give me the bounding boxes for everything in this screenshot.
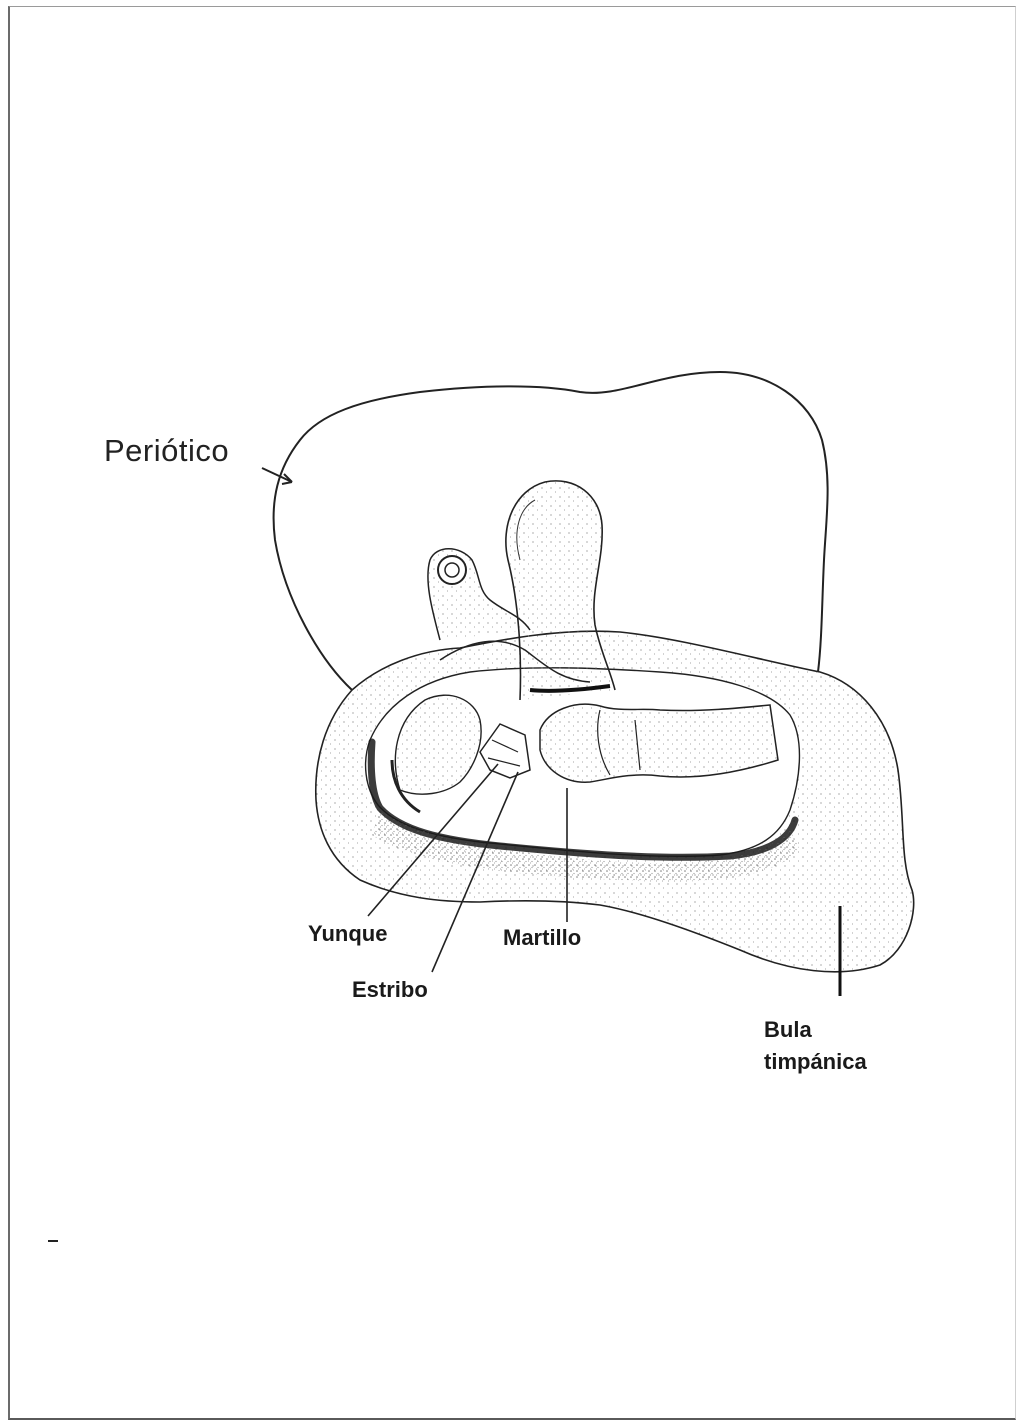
label-bula-line1: Bula [764,1014,867,1046]
margin-dash [48,1240,58,1242]
label-periotico: Periótico [104,434,229,468]
label-martillo: Martillo [503,926,581,950]
label-bula-line2: timpánica [764,1046,867,1078]
label-estribo: Estribo [352,978,428,1002]
label-yunque: Yunque [308,922,387,946]
label-bula-timpanica: Bula timpánica [764,1014,867,1078]
periotico-leader [262,468,292,482]
